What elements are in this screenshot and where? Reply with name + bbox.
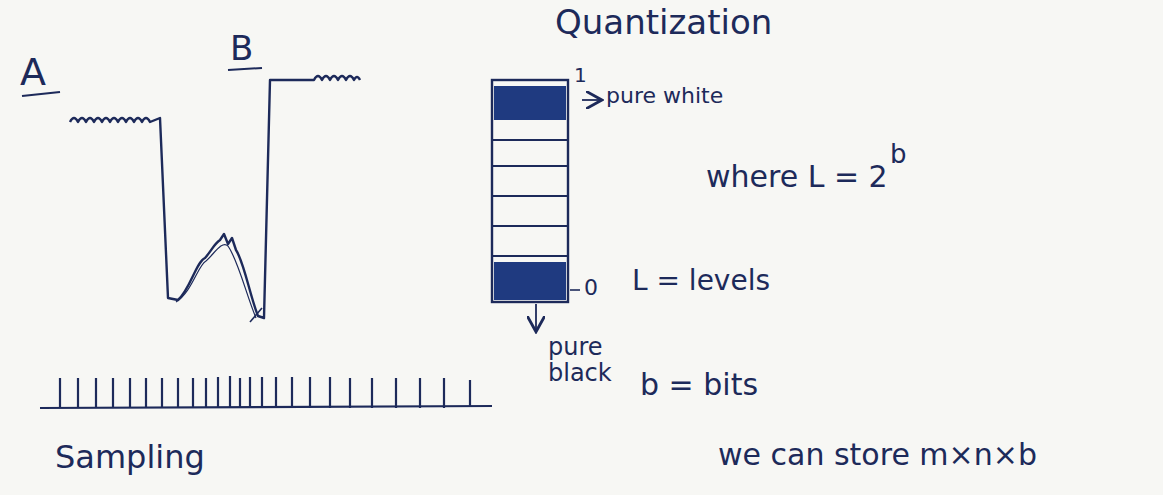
level-note: pure black <box>548 334 638 387</box>
formula: where L = 2 <box>706 160 888 193</box>
leader-arrow <box>535 304 537 330</box>
signal-curve <box>70 76 360 318</box>
heading: Quantization <box>555 4 772 41</box>
point-label: B <box>230 30 253 67</box>
leader-line <box>570 289 580 291</box>
signal-mark <box>250 308 262 322</box>
black-level-band <box>494 262 566 300</box>
underline <box>228 68 262 70</box>
sample-ticks <box>60 376 470 408</box>
note: we can store m×n×b <box>718 438 1037 471</box>
signal-curve <box>176 245 256 318</box>
quantization-bar <box>492 80 568 302</box>
point-label: A <box>20 52 46 94</box>
leader-arrow <box>582 99 600 101</box>
axis-label: Sampling <box>55 440 205 475</box>
white-level-band <box>494 86 566 120</box>
level-note: pure white <box>606 84 723 108</box>
definition: b = bits <box>640 368 758 401</box>
formula-exponent: b <box>890 140 907 169</box>
sampling-axis <box>40 406 492 408</box>
definition: L = levels <box>632 266 770 297</box>
level-value: 0 <box>584 276 598 300</box>
level-value: 1 <box>574 64 587 86</box>
level-lines <box>492 140 568 256</box>
